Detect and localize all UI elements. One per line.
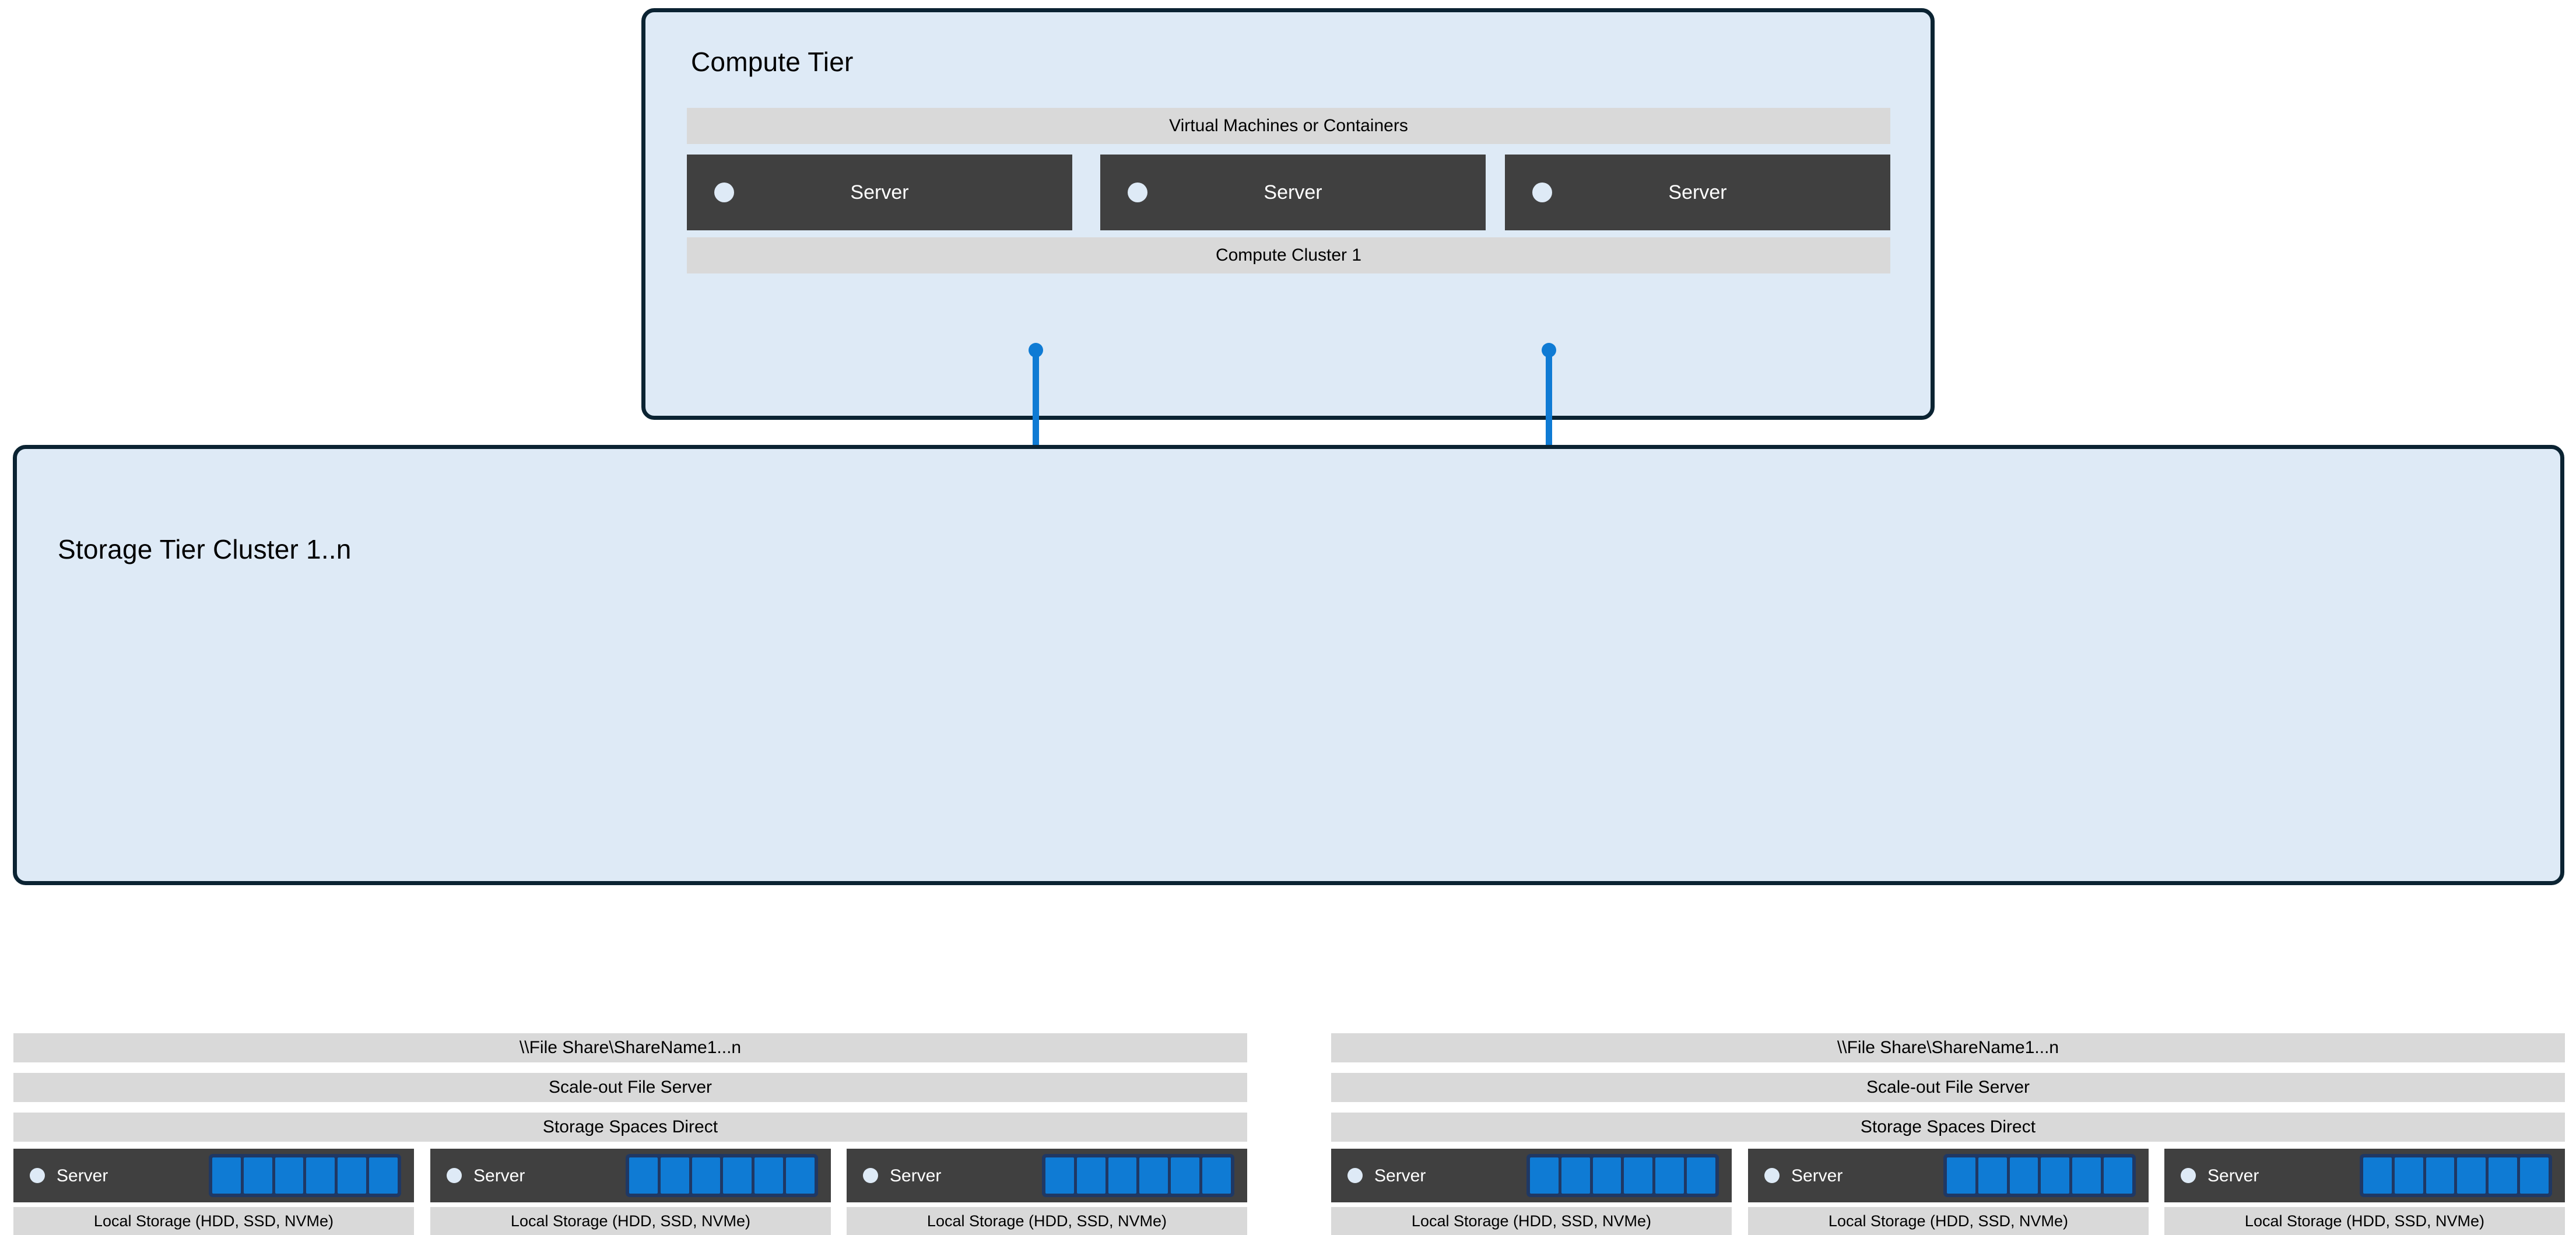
server-status-dot	[1347, 1168, 1363, 1183]
server-status-dot	[2181, 1168, 2196, 1183]
disk-bay	[1561, 1157, 1590, 1194]
disk-bay	[243, 1157, 272, 1194]
disk-bay	[369, 1157, 398, 1194]
disk-bay	[660, 1157, 689, 1194]
diagram-canvas: Compute Tier Virtual Machines or Contain…	[13, 8, 2565, 1235]
local-storage-caption: Local Storage (HDD, SSD, NVMe)	[430, 1207, 831, 1235]
disk-array	[209, 1154, 401, 1197]
disk-bay	[2009, 1157, 2038, 1194]
storage-server-node[interactable]: Server	[1331, 1149, 1732, 1202]
file-share-band: \\File Share\ShareName1...n	[1331, 1033, 2565, 1062]
storage-server-node[interactable]: Server	[13, 1149, 414, 1202]
disk-bay	[2489, 1157, 2518, 1194]
storage-server-label: Server	[473, 1166, 525, 1185]
storage-server-label: Server	[57, 1166, 108, 1185]
disk-array	[2360, 1154, 2552, 1197]
disk-bay	[692, 1157, 721, 1194]
disk-bay	[723, 1157, 752, 1194]
disk-bay	[1202, 1157, 1231, 1194]
disk-bay	[275, 1157, 304, 1194]
server-status-dot	[1128, 183, 1147, 202]
scale-out-file-server-band: Scale-out File Server	[1331, 1073, 2565, 1102]
disk-array	[1042, 1154, 1234, 1197]
storage-server-node[interactable]: Server	[847, 1149, 1247, 1202]
disk-bay	[306, 1157, 335, 1194]
compute-server-label: Server	[1264, 181, 1322, 204]
compute-tier-container: Compute Tier Virtual Machines or Contain…	[641, 8, 1935, 420]
disk-bay	[2041, 1157, 2070, 1194]
storage-spaces-direct-band: Storage Spaces Direct	[13, 1113, 1247, 1142]
local-storage-caption: Local Storage (HDD, SSD, NVMe)	[1748, 1207, 2149, 1235]
storage-server-label: Server	[1791, 1166, 1843, 1185]
compute-server-node[interactable]: Server	[1505, 155, 1890, 230]
server-status-dot	[863, 1168, 878, 1183]
compute-cluster-band: Compute Cluster 1	[687, 237, 1890, 273]
storage-tier-container: Storage Tier Cluster 1..n \\File Share\S…	[13, 445, 2565, 1235]
disk-bay	[1076, 1157, 1105, 1194]
disk-array	[626, 1154, 818, 1197]
disk-bay	[1171, 1157, 1200, 1194]
disk-bay	[1139, 1157, 1168, 1194]
disk-array	[1943, 1154, 2136, 1197]
disk-bay	[2426, 1157, 2455, 1194]
disk-bay	[1108, 1157, 1137, 1194]
disk-bay	[2520, 1157, 2549, 1194]
disk-bay	[2457, 1157, 2486, 1194]
compute-tier-title: Compute Tier	[691, 47, 854, 77]
storage-server-node[interactable]: Server	[430, 1149, 831, 1202]
compute-server-label: Server	[1668, 181, 1727, 204]
server-status-dot	[1764, 1168, 1780, 1183]
server-status-dot	[714, 183, 734, 202]
disk-bay	[629, 1157, 658, 1194]
disk-bay	[1592, 1157, 1622, 1194]
compute-server-node[interactable]: Server	[687, 155, 1072, 230]
virtual-machines-band: Virtual Machines or Containers	[687, 108, 1890, 144]
disk-bay	[754, 1157, 784, 1194]
disk-bay	[338, 1157, 367, 1194]
storage-server-node[interactable]: Server	[1748, 1149, 2149, 1202]
storage-tier-title: Storage Tier Cluster 1..n	[58, 534, 352, 564]
server-status-dot	[447, 1168, 462, 1183]
disk-bay	[786, 1157, 815, 1194]
disk-bay	[1655, 1157, 1684, 1194]
disk-array	[1526, 1154, 1719, 1197]
storage-server-label: Server	[1374, 1166, 1426, 1185]
local-storage-caption: Local Storage (HDD, SSD, NVMe)	[1331, 1207, 1732, 1235]
compute-server-node[interactable]: Server	[1100, 155, 1486, 230]
compute-server-label: Server	[850, 181, 909, 204]
disk-bay	[2104, 1157, 2132, 1194]
disk-bay	[212, 1157, 241, 1194]
server-status-dot	[1532, 183, 1552, 202]
local-storage-caption: Local Storage (HDD, SSD, NVMe)	[2164, 1207, 2565, 1235]
connector-endpoint-dot	[1029, 343, 1043, 357]
disk-bay	[1978, 1157, 2007, 1194]
disk-bay	[2394, 1157, 2423, 1194]
disk-bay	[1624, 1157, 1653, 1194]
connector-endpoint-dot	[1542, 343, 1556, 357]
disk-bay	[1687, 1157, 1715, 1194]
local-storage-caption: Local Storage (HDD, SSD, NVMe)	[13, 1207, 414, 1235]
disk-bay	[1947, 1157, 1975, 1194]
storage-server-node[interactable]: Server	[2164, 1149, 2565, 1202]
scale-out-file-server-band: Scale-out File Server	[13, 1073, 1247, 1102]
file-share-band: \\File Share\ShareName1...n	[13, 1033, 1247, 1062]
disk-bay	[2072, 1157, 2101, 1194]
storage-server-label: Server	[2208, 1166, 2259, 1185]
disk-bay	[1045, 1157, 1074, 1194]
disk-bay	[2363, 1157, 2392, 1194]
local-storage-caption: Local Storage (HDD, SSD, NVMe)	[847, 1207, 1247, 1235]
disk-bay	[1530, 1157, 1559, 1194]
storage-server-label: Server	[890, 1166, 942, 1185]
storage-spaces-direct-band: Storage Spaces Direct	[1331, 1113, 2565, 1142]
server-status-dot	[30, 1168, 45, 1183]
